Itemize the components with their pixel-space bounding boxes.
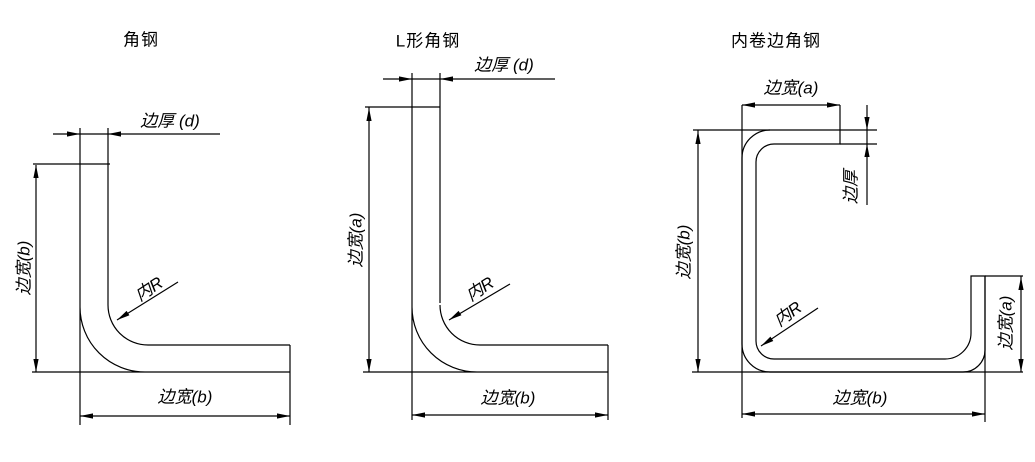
angle-steel-title: 角钢 bbox=[123, 30, 159, 50]
diagram-angle-steel bbox=[32, 128, 291, 425]
l-angle-edge-thickness-label: 边厚 (d) bbox=[474, 55, 534, 75]
l-angle-left-width-label: 边宽(a) bbox=[346, 212, 366, 268]
rolled-edge-top-width-label: 边宽(a) bbox=[763, 78, 819, 98]
angle-steel-arrowheads bbox=[33, 131, 291, 419]
l-angle-title: L形角钢 bbox=[395, 31, 461, 51]
angle-steel-profile-and-dimension-lines bbox=[32, 128, 291, 425]
angle-steel-bottom-width-label: 边宽(b) bbox=[157, 387, 213, 407]
rolled-edge-right-width-label: 边宽(a) bbox=[996, 295, 1016, 351]
rolled-edge-thickness-label: 边厚 bbox=[841, 170, 861, 204]
diagram-inward-rolled-edge-angle-steel bbox=[692, 102, 1024, 422]
l-angle-arrowheads bbox=[366, 76, 608, 418]
rolled-edge-title: 内卷边角钢 bbox=[731, 31, 821, 51]
diagram-l-shaped-angle-steel bbox=[363, 73, 609, 420]
rolled-edge-profile-outline bbox=[741, 129, 986, 373]
angle-steel-edge-thickness-label: 边厚 (d) bbox=[140, 111, 200, 131]
rolled-edge-bottom-width-label: 边宽(b) bbox=[832, 388, 888, 408]
l-angle-profile-and-dimension-lines bbox=[363, 73, 609, 420]
rolled-edge-left-width-label: 边宽(b) bbox=[674, 224, 694, 280]
angle-steel-left-width-label: 边宽(b) bbox=[14, 240, 34, 296]
l-angle-bottom-width-label: 边宽(b) bbox=[480, 388, 536, 408]
rolled-edge-dimension-lines bbox=[692, 104, 1023, 422]
